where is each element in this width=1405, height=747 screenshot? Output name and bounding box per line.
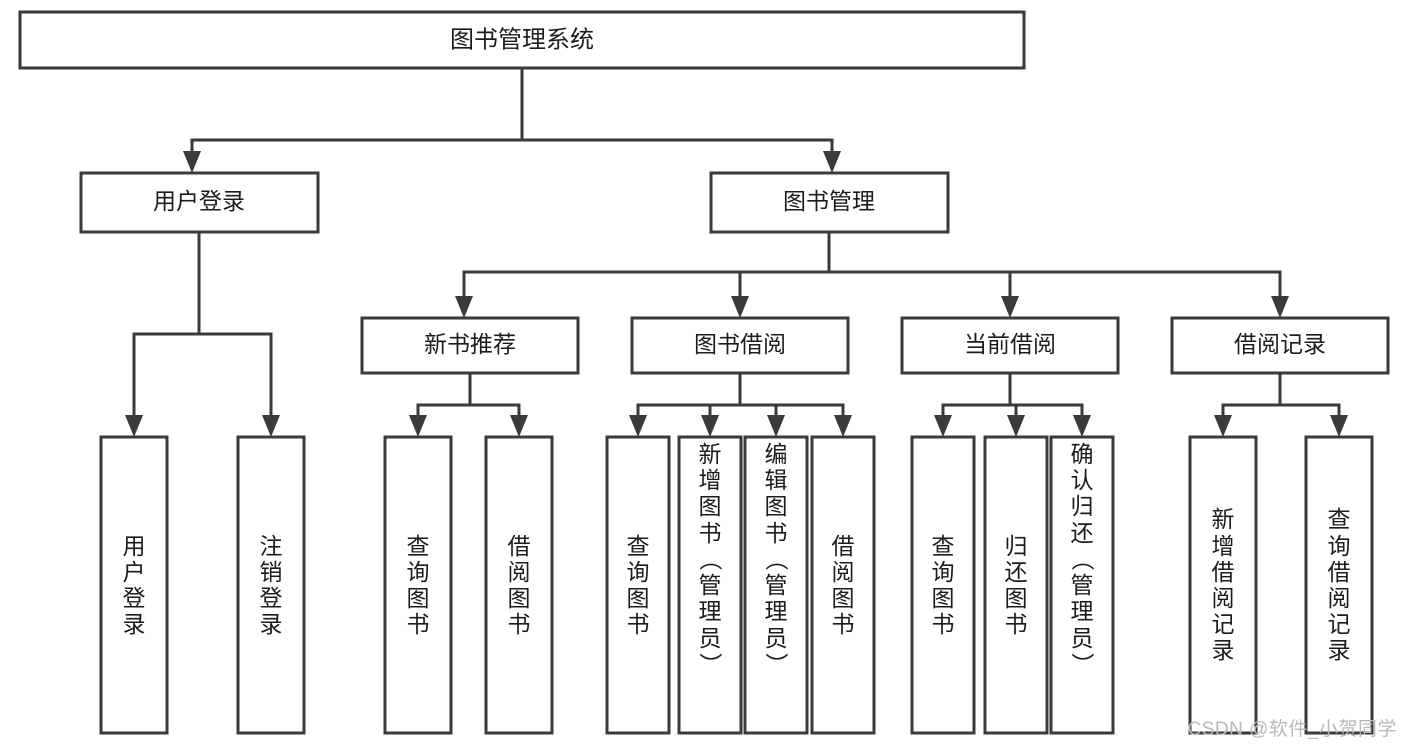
node-book-manage[interactable]: 图书管理: [709, 171, 950, 234]
node-new-book-recommend-rect[interactable]: [360, 316, 580, 375]
csdn-watermark: CSDN @软件_小贺同学: [1187, 719, 1397, 740]
node-current-borrow-rect[interactable]: [900, 316, 1120, 375]
node-book-borrow-rect[interactable]: [630, 316, 850, 375]
node-book-manage-rect[interactable]: [709, 171, 950, 234]
node-root-label: 图书管理系统: [450, 26, 594, 53]
arrow-head-current-borrow: [1001, 296, 1019, 318]
node-current-borrow[interactable]: 当前借阅: [900, 316, 1120, 375]
arrow-head-book-manage: [823, 151, 841, 173]
node-borrow-record[interactable]: 借阅记录: [1170, 316, 1390, 375]
node-leaf-edit-book-rect[interactable]: [743, 435, 809, 735]
arrow-head-leaf-query-book-1: [409, 415, 427, 437]
node-user-login-label: 用户登录: [153, 188, 245, 214]
node-leaf-add-book-rect[interactable]: [677, 435, 743, 735]
connector-layer: [125, 66, 1348, 437]
arrow-head-leaf-add-book: [701, 415, 719, 437]
node-leaf-user-login-rect[interactable]: [99, 435, 169, 735]
arrow-head-leaf-add-record: [1214, 415, 1232, 437]
arrow-head-leaf-query-record: [1330, 415, 1348, 437]
arrow-head-leaf-logout: [262, 415, 280, 437]
arrow-head-book-borrow: [731, 296, 749, 318]
arrow-head-new-book-recommend: [455, 296, 473, 318]
node-leaf-add-record-rect[interactable]: [1188, 435, 1258, 735]
node-borrow-record-rect[interactable]: [1170, 316, 1390, 375]
node-user-login-rect[interactable]: [79, 171, 320, 234]
node-root[interactable]: 图书管理系统: [18, 10, 1026, 70]
node-book-borrow[interactable]: 图书借阅: [630, 316, 850, 375]
arrow-head-leaf-borrow-book-2: [834, 415, 852, 437]
node-leaf-borrow-book-2-rect[interactable]: [810, 435, 876, 735]
arrow-head-leaf-query-book-3: [934, 415, 952, 437]
node-user-login[interactable]: 用户登录: [79, 171, 320, 234]
node-leaf-query-book-3-rect[interactable]: [910, 435, 976, 735]
node-book-borrow-label: 图书借阅: [694, 331, 786, 357]
node-current-borrow-label: 当前借阅: [964, 331, 1056, 357]
arrow-head-leaf-confirm-return: [1073, 415, 1091, 437]
arrow-head-user-login: [183, 151, 201, 173]
node-root-rect[interactable]: [18, 10, 1026, 70]
node-borrow-record-label: 借阅记录: [1234, 331, 1326, 357]
node-leaf-logout-rect[interactable]: [236, 435, 306, 735]
arrow-head-borrow-record: [1271, 296, 1289, 318]
node-leaf-query-book-1-rect[interactable]: [383, 435, 453, 735]
node-leaf-query-record-rect[interactable]: [1304, 435, 1374, 735]
node-book-manage-label: 图书管理: [783, 188, 875, 214]
leaf-box-layer[interactable]: [99, 435, 1374, 735]
arrow-head-leaf-query-book-2: [629, 415, 647, 437]
arrow-head-leaf-borrow-book-1: [510, 415, 528, 437]
node-leaf-borrow-book-1-rect[interactable]: [484, 435, 554, 735]
arrow-head-leaf-edit-book: [767, 415, 785, 437]
node-new-book-recommend[interactable]: 新书推荐: [360, 316, 580, 375]
arrow-head-leaf-user-login: [125, 415, 143, 437]
node-leaf-confirm-return-rect[interactable]: [1049, 435, 1115, 735]
node-leaf-query-book-2-rect[interactable]: [605, 435, 671, 735]
node-new-book-recommend-label: 新书推荐: [424, 331, 516, 357]
node-leaf-return-book-rect[interactable]: [983, 435, 1049, 735]
arrow-head-leaf-return-book: [1007, 415, 1025, 437]
